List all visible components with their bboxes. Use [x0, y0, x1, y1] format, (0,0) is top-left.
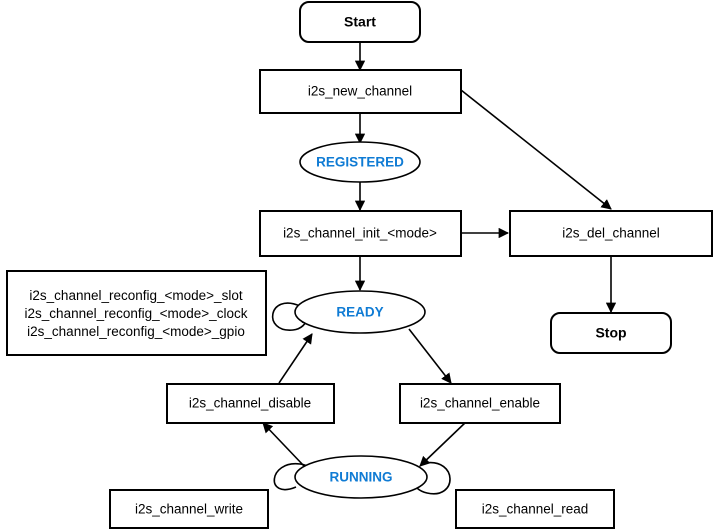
- del-channel-shape: [509, 210, 713, 257]
- node-state-running[interactable]: RUNNING: [294, 455, 428, 499]
- reconfig-line-gpio: i2s_channel_reconfig_<mode>_gpio: [27, 324, 245, 339]
- node-state-ready[interactable]: READY: [294, 290, 426, 334]
- node-state-registered[interactable]: REGISTERED: [299, 141, 421, 183]
- registered-shape: [299, 141, 421, 183]
- node-stop[interactable]: Stop: [550, 312, 672, 354]
- channel-write-label: i2s_channel_write: [135, 502, 243, 517]
- start-label: Start: [344, 14, 376, 30]
- registered-label: REGISTERED: [316, 155, 404, 170]
- channel-init-shape: [259, 210, 462, 257]
- reconfig-line-slot: i2s_channel_reconfig_<mode>_slot: [29, 288, 242, 303]
- channel-read-shape: [455, 489, 615, 529]
- new-channel-label: i2s_new_channel: [308, 84, 412, 99]
- channel-write-shape: [109, 489, 269, 529]
- node-channel-enable[interactable]: i2s_channel_enable: [399, 383, 561, 424]
- edge-ready-to-channel-enable: [408, 328, 452, 384]
- running-label: RUNNING: [330, 470, 393, 485]
- node-channel-disable[interactable]: i2s_channel_disable: [166, 383, 335, 424]
- node-del-channel[interactable]: i2s_del_channel: [509, 210, 713, 257]
- node-channel-write[interactable]: i2s_channel_write: [109, 489, 269, 529]
- stop-label: Stop: [595, 325, 626, 341]
- channel-disable-shape: [166, 383, 335, 424]
- node-new-channel[interactable]: i2s_new_channel: [259, 69, 462, 114]
- running-shape: [294, 455, 428, 499]
- reconfig-line-clock: i2s_channel_reconfig_<mode>_clock: [25, 306, 248, 321]
- stop-shape: [550, 312, 672, 354]
- del-channel-label: i2s_del_channel: [562, 226, 660, 241]
- edge-channel-enable-to-running: [419, 420, 468, 467]
- node-reconfig-note[interactable]: i2s_channel_reconfig_<mode>_slot i2s_cha…: [6, 270, 267, 356]
- edge-new-channel-to-del-channel: [460, 89, 612, 210]
- new-channel-shape: [259, 69, 462, 114]
- node-channel-init[interactable]: i2s_channel_init_<mode>: [259, 210, 462, 257]
- ready-label: READY: [336, 305, 383, 320]
- start-shape: [299, 1, 421, 43]
- ready-shape: [294, 290, 426, 334]
- reconfig-shape: [6, 270, 267, 356]
- channel-init-label: i2s_channel_init_<mode>: [283, 226, 437, 241]
- node-start[interactable]: Start: [299, 1, 421, 43]
- edge-channel-disable-to-ready: [278, 333, 313, 384]
- edge-running-to-channel-disable: [262, 422, 305, 467]
- node-channel-read[interactable]: i2s_channel_read: [455, 489, 615, 529]
- channel-enable-shape: [399, 383, 561, 424]
- channel-read-label: i2s_channel_read: [482, 502, 589, 517]
- channel-enable-label: i2s_channel_enable: [420, 396, 540, 411]
- channel-disable-label: i2s_channel_disable: [189, 396, 311, 411]
